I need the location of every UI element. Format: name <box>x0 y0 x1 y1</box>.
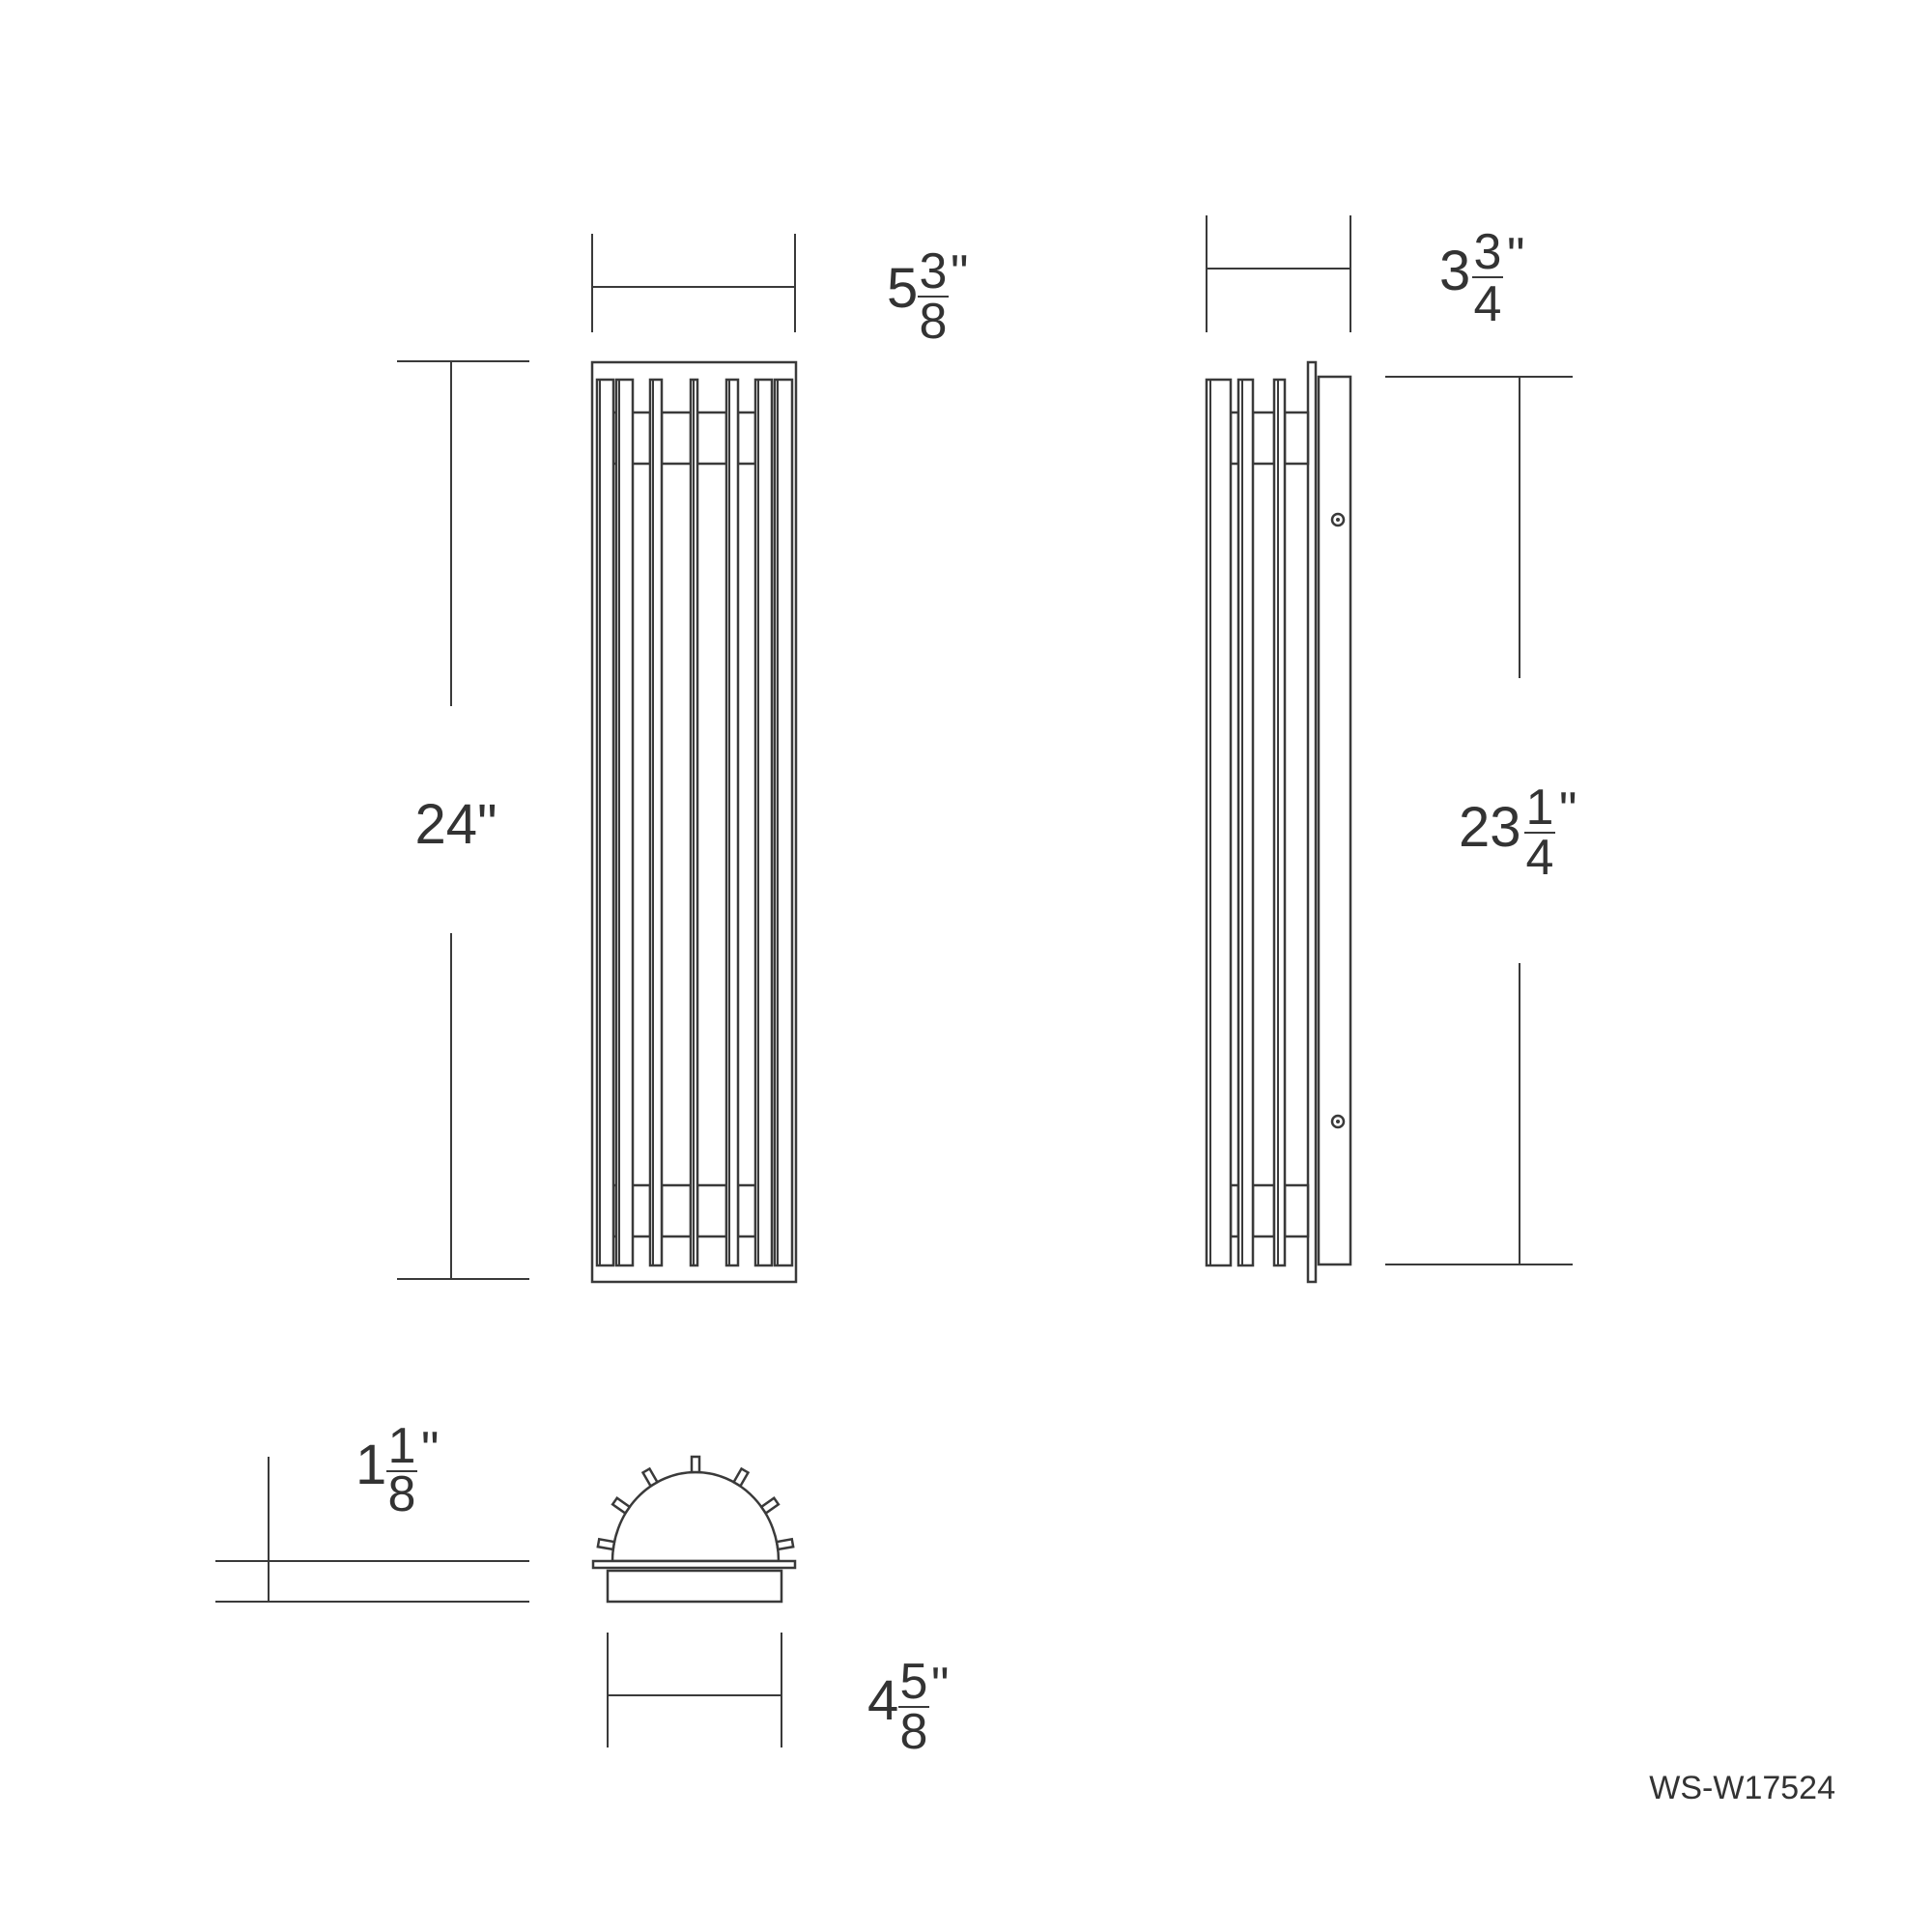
front-height-dimension: 24" <box>397 360 529 1280</box>
front-width-denominator: 8 <box>920 294 948 350</box>
front-width-dimension: 5 3 8 " <box>591 234 968 350</box>
backplate-width-numerator: 5 <box>900 1654 928 1710</box>
bracket-block <box>1283 1183 1310 1238</box>
bracket-block <box>1251 411 1276 466</box>
rod <box>1236 378 1255 1267</box>
mounting-plate <box>1306 360 1318 1284</box>
backplate-width-whole: 4 <box>867 1669 898 1732</box>
side-depth-numerator: 3 <box>1474 224 1502 280</box>
bracket-block <box>1251 1183 1276 1238</box>
front-width-whole: 5 <box>887 257 918 320</box>
fin <box>690 1455 701 1474</box>
backplate-depth-unit: " <box>421 1422 439 1478</box>
side-view <box>1205 360 1352 1284</box>
dome <box>611 1470 781 1563</box>
bracket-block <box>660 411 693 466</box>
rod <box>595 378 615 1267</box>
bracket-block <box>1283 411 1310 466</box>
front-height-label: 24" <box>414 793 497 856</box>
side-depth-whole: 3 <box>1439 240 1470 302</box>
rod <box>753 378 774 1267</box>
rod <box>648 378 664 1267</box>
bracket-block <box>696 1183 728 1238</box>
front-width-numerator: 3 <box>920 243 948 299</box>
side-height-dimension: 23 1 4 " <box>1385 376 1577 1265</box>
flange <box>591 1559 797 1570</box>
side-height-unit: " <box>1559 782 1577 838</box>
backplate-width-unit: " <box>931 1658 949 1714</box>
fin <box>640 1466 660 1489</box>
fin <box>611 1496 632 1516</box>
backplate-width-dimension: 4 5 8 " <box>607 1633 949 1760</box>
rod <box>773 378 794 1267</box>
side-height-numerator: 1 <box>1526 780 1554 836</box>
fin <box>775 1537 795 1551</box>
canopy <box>606 1569 783 1604</box>
fin <box>759 1496 781 1516</box>
bracket-block <box>736 1183 757 1238</box>
backplate-depth-denominator: 8 <box>388 1466 416 1522</box>
backplate <box>1317 375 1352 1266</box>
backplate-width-denominator: 8 <box>900 1704 928 1760</box>
side-depth-unit: " <box>1507 228 1524 284</box>
top-view <box>591 1455 797 1604</box>
side-depth-dimension: 3 3 4 " <box>1206 215 1524 332</box>
side-height-denominator: 4 <box>1526 830 1554 886</box>
backplate-depth-dimension: 1 1 8 " <box>215 1418 529 1603</box>
bracket-block <box>660 1183 693 1238</box>
front-width-unit: " <box>951 245 968 301</box>
fin <box>596 1537 616 1551</box>
model-number: WS-W17524 <box>1649 1770 1835 1806</box>
side-height-whole: 23 <box>1459 796 1521 859</box>
backplate-depth-whole: 1 <box>355 1434 386 1496</box>
side-depth-denominator: 4 <box>1474 276 1502 332</box>
backplate-depth-numerator: 1 <box>388 1418 416 1474</box>
bracket-block <box>696 411 728 466</box>
fin <box>731 1466 751 1489</box>
rod <box>614 378 635 1267</box>
rod <box>724 378 740 1267</box>
front-view <box>590 360 798 1284</box>
rod <box>1272 378 1287 1267</box>
bracket-block <box>736 411 757 466</box>
